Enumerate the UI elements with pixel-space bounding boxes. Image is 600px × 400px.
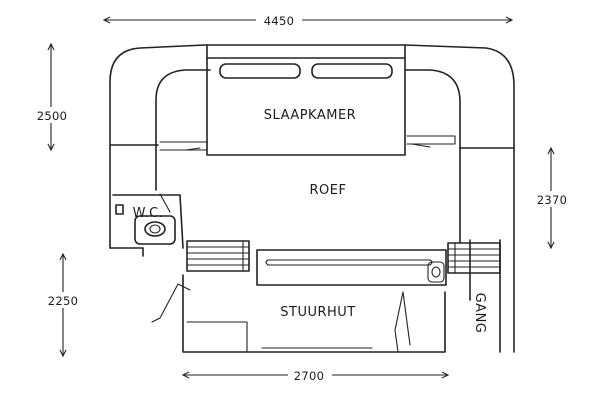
room-label-stuurhut: STUURHUT [280,305,356,320]
room-label-slaapkamer: SLAAPKAMER [264,108,356,123]
wheelhouse [151,249,447,353]
dimension-left-upper: 2500 [30,44,74,150]
room-label-wc: W.C. [133,206,164,221]
toilet-base [134,215,176,245]
room-label-gang: GANG [472,293,487,334]
pillow-right [311,63,393,79]
dimension-top: 4450 [104,12,512,28]
pillow-left [219,63,301,79]
dimension-bottom-label: 2700 [294,369,324,383]
dimension-bottom: 2700 [183,367,448,383]
bed-block [159,44,456,156]
dimension-left-lower-label: 2250 [48,294,78,308]
wc-room [112,193,184,249]
stairs-left [186,240,250,272]
dimension-left-lower: 2250 [41,254,85,356]
dimension-top-label: 4450 [264,14,294,28]
stairs-right [447,242,501,274]
dimension-right-middle-label: 2370 [537,193,567,207]
hull-outline [109,44,515,353]
toilet-bowl [144,221,166,237]
room-label-roef: ROEF [310,183,347,198]
dimension-right-middle: 2370 [532,148,572,248]
dimension-left-upper-label: 2500 [37,109,67,123]
